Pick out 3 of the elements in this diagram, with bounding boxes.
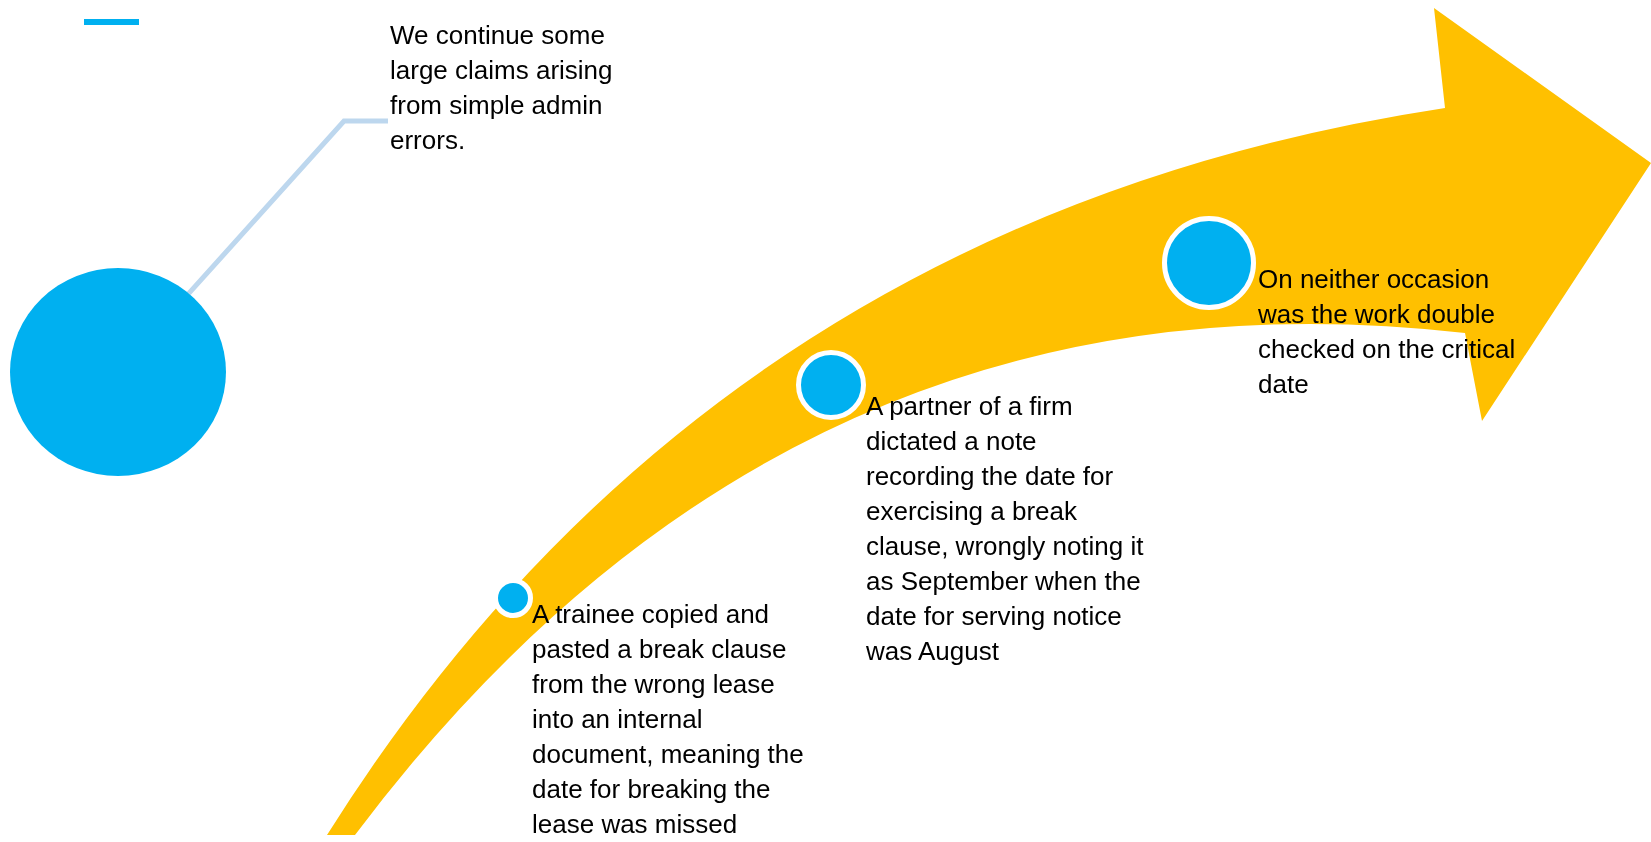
step-text: A trainee copied and pasted a break clause from the wrong lease into an internal document, meaning the date for breaking the lease was missed <box>532 598 805 841</box>
callout-text: We continue some large claims arising from simple admin errors. <box>390 18 635 158</box>
leader-line <box>186 118 388 296</box>
